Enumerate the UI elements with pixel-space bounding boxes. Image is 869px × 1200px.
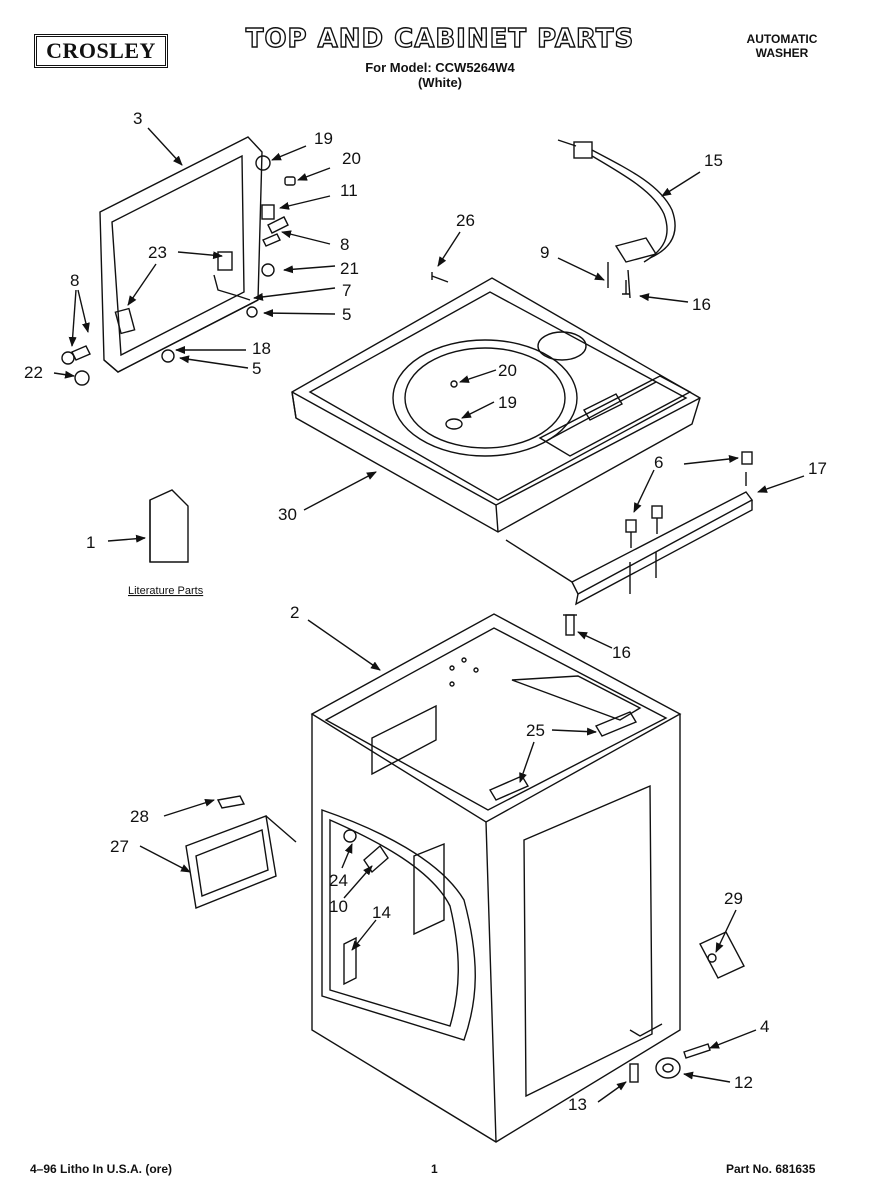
top-assembly — [291, 277, 701, 533]
model-line: For Model: CCW5264W4 — [365, 60, 515, 75]
callout-1: 1 — [86, 533, 95, 552]
callout-18: 18 — [252, 339, 271, 358]
callout-9: 9 — [540, 243, 549, 262]
callout-26: 26 — [456, 211, 475, 230]
callout-17: 17 — [808, 459, 827, 478]
callout-22: 22 — [24, 363, 43, 382]
wire-harness — [557, 139, 676, 299]
callout-19b: 19 — [498, 393, 517, 412]
callout-20a: 20 — [342, 149, 361, 168]
page-number: 1 — [431, 1162, 438, 1176]
callout-3: 3 — [133, 109, 142, 128]
callout-2: 2 — [290, 603, 299, 622]
bracket-29 — [699, 931, 745, 979]
screw-16-lower — [563, 614, 577, 636]
callout-14: 14 — [372, 903, 391, 922]
leveling-parts — [629, 1043, 711, 1083]
callout-15: 15 — [704, 151, 723, 170]
callout-10: 10 — [329, 897, 348, 916]
console-panel — [99, 136, 263, 373]
literature-packet — [149, 489, 189, 563]
callout-5b: 5 — [252, 359, 261, 378]
page-title: TOP AND CABINET PARTS — [245, 23, 635, 54]
callout-30: 30 — [278, 505, 297, 524]
callout-28: 28 — [130, 807, 149, 826]
callout-20b: 20 — [498, 361, 517, 380]
product-line-1: AUTOMATIC — [746, 32, 818, 46]
callout-11: 11 — [340, 181, 358, 200]
part-number: Part No. 681635 — [726, 1162, 816, 1176]
model-info: For Model: CCW5264W4 (White) — [290, 60, 590, 90]
rear-trim-bracket — [505, 451, 754, 606]
product-type: AUTOMATIC WASHER — [727, 32, 837, 60]
callout-13: 13 — [568, 1095, 587, 1114]
callout-leaders — [53, 127, 805, 1103]
cabinet — [310, 613, 682, 1143]
top-screws — [431, 272, 630, 295]
callout-21: 21 — [340, 259, 359, 278]
callout-24: 24 — [329, 871, 348, 890]
callout-16a: 16 — [692, 295, 711, 314]
callout-8b: 8 — [70, 271, 79, 290]
callout-7: 7 — [342, 281, 351, 300]
console-hardware — [61, 155, 296, 386]
callout-25: 25 — [526, 721, 545, 740]
color-line: (White) — [417, 75, 463, 90]
access-panel — [185, 795, 297, 909]
product-line-2: WASHER — [755, 46, 809, 60]
brand-logo: CROSLEY — [34, 34, 168, 68]
print-info: 4–96 Litho In U.S.A. (ore) — [30, 1162, 173, 1176]
callout-23: 23 — [148, 243, 167, 262]
callout-6: 6 — [654, 453, 663, 472]
callout-numbers: 3 19 20 11 8 21 7 5 23 18 5 8 22 26 15 9… — [24, 109, 827, 1114]
callout-8a: 8 — [340, 235, 349, 254]
callout-4: 4 — [760, 1017, 769, 1036]
callout-27: 27 — [110, 837, 129, 856]
callout-5a: 5 — [342, 305, 351, 324]
callout-12: 12 — [734, 1073, 753, 1092]
literature-label: Literature Parts — [128, 585, 204, 597]
callout-29: 29 — [724, 889, 743, 908]
callout-19a: 19 — [314, 129, 333, 148]
callout-16b: 16 — [612, 643, 631, 662]
